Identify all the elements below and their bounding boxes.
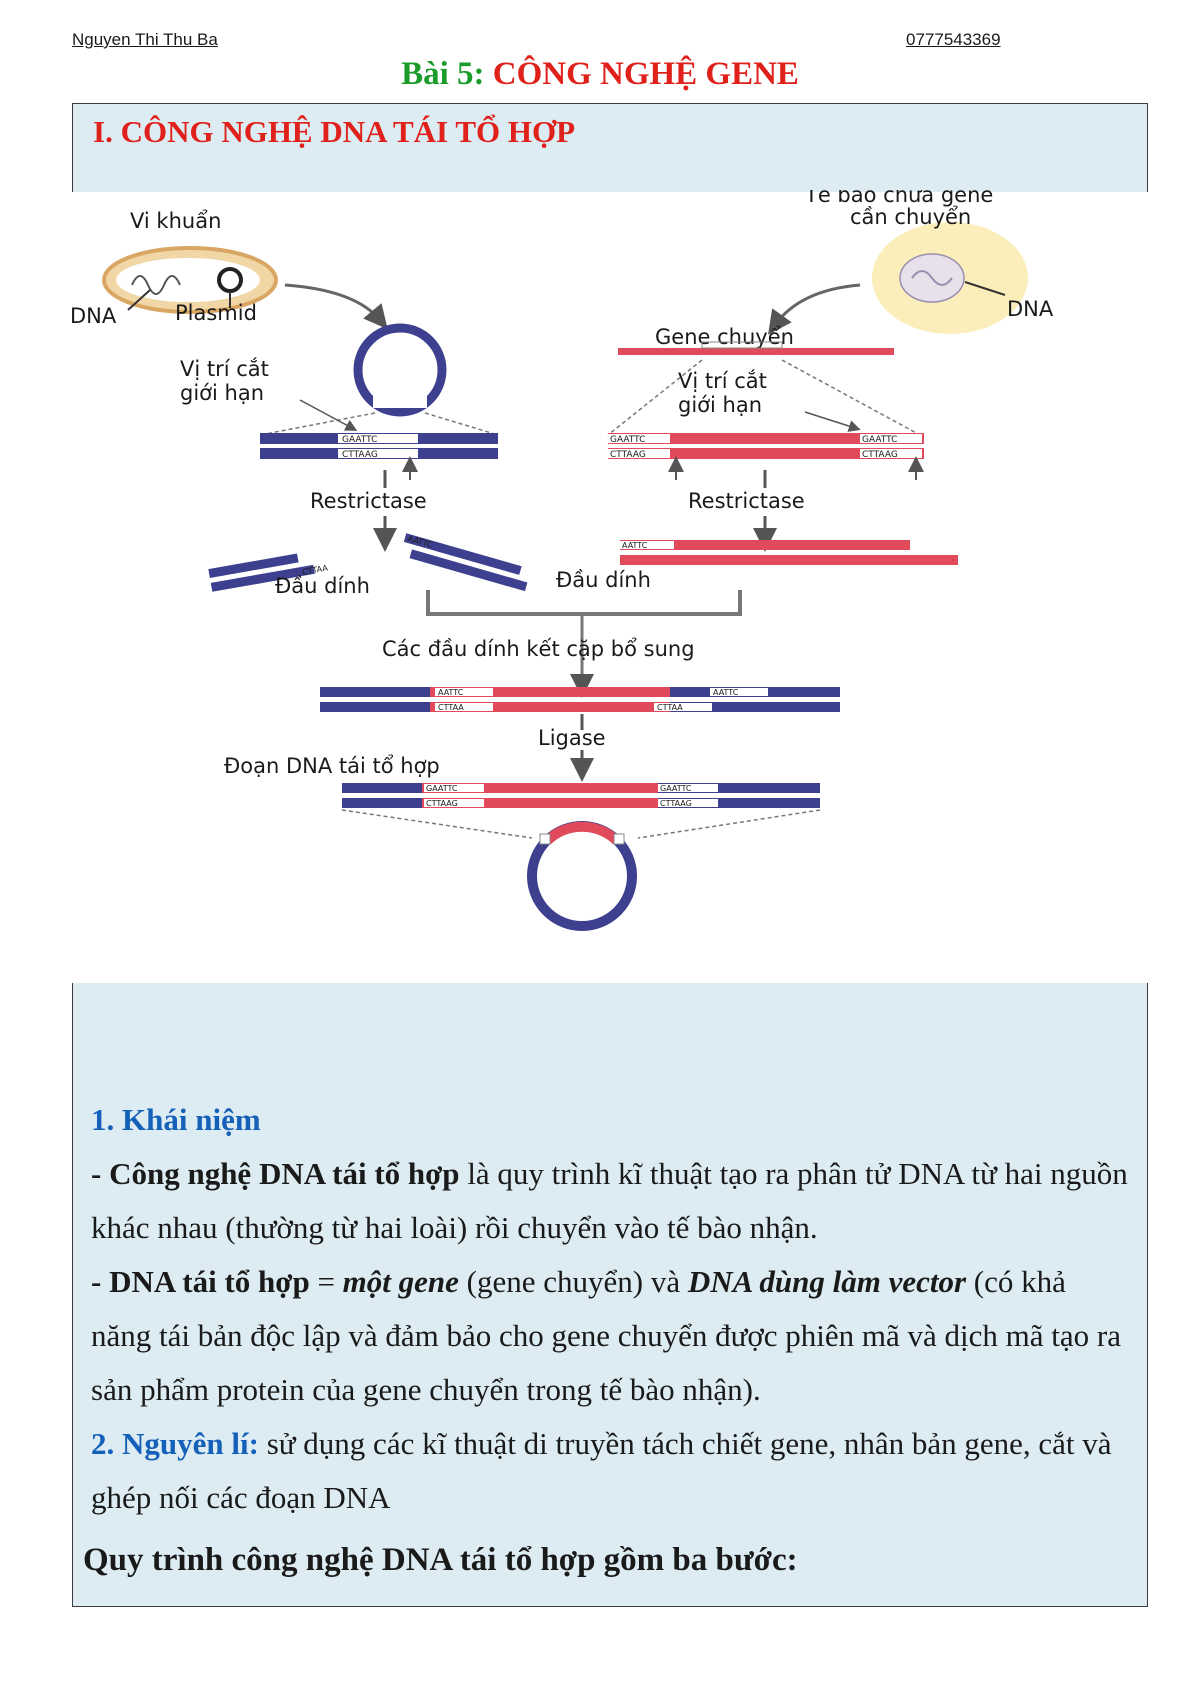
lesson-title: Bài 5: CÔNG NGHỆ GENE <box>0 56 1200 93</box>
recombinant-dna-diagram: Vi khuẩn DNA Plasmid Tế bào chứa gene cầ… <box>70 190 1180 983</box>
seq-recomb-top-left: GAATTC <box>426 784 458 793</box>
label-pairing: Các đầu dính kết cặp bổ sung <box>382 637 695 661</box>
seq-paired-bottom-left: CTTAA <box>438 703 464 712</box>
vector-dna-segment: GAATTC CTTAAG <box>260 433 498 460</box>
label-cut-site-right-1: Vị trí cắt <box>678 369 767 393</box>
label-cut-site-left-1: Vị trí cắt <box>180 357 269 381</box>
label-dna-left: DNA <box>70 304 117 328</box>
bacteria-cell <box>102 246 278 314</box>
donor-dna-segment: GAATTC CTTAAG GAATTC CTTAAG <box>608 433 924 460</box>
section-heading: I. CÔNG NGHỆ DNA TÁI TỔ HỢP <box>93 114 576 149</box>
label-gene: Gene chuyển <box>655 325 794 349</box>
label-restrictase-right: Restrictase <box>688 489 805 513</box>
concept-content: 1. Khái niệm - Công nghệ DNA tái tổ hợp … <box>91 1093 1131 1525</box>
label-dna-right: DNA <box>1007 297 1054 321</box>
recombinant-plasmid <box>527 821 637 931</box>
lesson-title-prefix: Bài 5: <box>401 56 485 92</box>
section-heading-box: I. CÔNG NGHỆ DNA TÁI TỔ HỢP <box>72 103 1148 192</box>
seq-recomb-bottom-right: CTTAAG <box>660 799 692 808</box>
principle-heading: 2. Nguyên lí: <box>91 1426 259 1461</box>
label-cell-line2: cần chuyển <box>850 205 971 229</box>
seq-cut-right: AATTC <box>407 534 434 550</box>
plasmid-ring <box>353 323 447 417</box>
label-sticky-end-right: Đầu dính <box>556 568 651 592</box>
cut-vector-right: AATTC <box>403 533 528 592</box>
principle-text: sử dụng các kĩ thuật di truyền tách chiế… <box>91 1426 1112 1515</box>
concept-box: 1. Khái niệm - Công nghệ DNA tái tổ hợp … <box>72 983 1148 1607</box>
concept-definition-1: là quy trình kĩ thuật tạo ra phân tử DNA… <box>91 1156 1128 1245</box>
donor-dna-strand <box>618 341 894 355</box>
concept-heading: 1. Khái niệm <box>91 1102 261 1137</box>
seq-donor-top-left: GAATTC <box>610 435 645 445</box>
seq-vector-top: GAATTC <box>342 435 377 445</box>
label-cut-site-left-2: giới hạn <box>180 381 264 405</box>
seq-donor-bottom-left: CTTAAG <box>610 450 646 460</box>
seq-recomb-top-right: GAATTC <box>660 784 692 793</box>
concept-vector: DNA dùng làm vector <box>687 1264 967 1299</box>
donor-cell <box>872 222 1028 334</box>
seq-paired-top-right: AATTC <box>713 688 739 697</box>
cut-vector-left: CTTAA <box>208 553 329 592</box>
concept-definition-2: (có khả năng tái bản độc lập và đảm bảo … <box>91 1264 1121 1407</box>
seq-donor-bottom-right: CTTAAG <box>862 450 898 460</box>
label-cut-site-right-2: giới hạn <box>678 393 762 417</box>
concept-equals: = <box>309 1264 343 1299</box>
recombinant-dna: GAATTC CTTAAG GAATTC CTTAAG <box>342 783 820 808</box>
label-sticky-end-left: Đầu dính <box>275 574 370 598</box>
cut-gene-fragment: AATTC <box>620 540 958 565</box>
label-recombinant: Đoạn DNA tái tổ hợp <box>224 754 440 778</box>
seq-gene-aattc: AATTC <box>622 541 648 550</box>
label-cell-line1: Tế bào chứa gene <box>804 190 993 207</box>
concept-term-2: - DNA tái tổ hợp <box>91 1264 310 1299</box>
concept-paragraph-1: - Công nghệ DNA tái tổ hợp là quy trình … <box>91 1147 1131 1255</box>
header-author: Nguyen Thi Thu Ba <box>72 30 218 49</box>
seq-donor-top-right: GAATTC <box>862 435 897 445</box>
principle-paragraph: 2. Nguyên lí: sử dụng các kĩ thuật di tr… <box>91 1417 1131 1525</box>
seq-recomb-bottom-left: CTTAAG <box>426 799 458 808</box>
concept-mid: (gene chuyển) và <box>458 1264 688 1299</box>
label-plasmid: Plasmid <box>175 301 257 325</box>
seq-cut-left: CTTAA <box>302 563 329 576</box>
label-ligase: Ligase <box>538 726 606 750</box>
paired-dna: AATTC CTTAA AATTC CTTAA <box>320 687 840 712</box>
concept-term-1: - Công nghệ DNA tái tổ hợp <box>91 1156 460 1191</box>
concept-paragraph-2: - DNA tái tổ hợp = một gene (gene chuyển… <box>91 1255 1131 1417</box>
concept-gene: một gene <box>342 1264 459 1299</box>
seq-paired-bottom-right: CTTAA <box>657 703 683 712</box>
seq-paired-top-left: AATTC <box>438 688 464 697</box>
label-bacteria: Vi khuẩn <box>130 209 221 233</box>
lesson-title-main: CÔNG NGHỆ GENE <box>492 56 799 92</box>
label-restrictase-left: Restrictase <box>310 489 427 513</box>
header-phone: 0777543369 <box>906 30 1001 49</box>
process-heading: Quy trình công nghệ DNA tái tổ hợp gồm b… <box>83 1542 798 1578</box>
seq-vector-bottom: CTTAAG <box>342 450 378 460</box>
